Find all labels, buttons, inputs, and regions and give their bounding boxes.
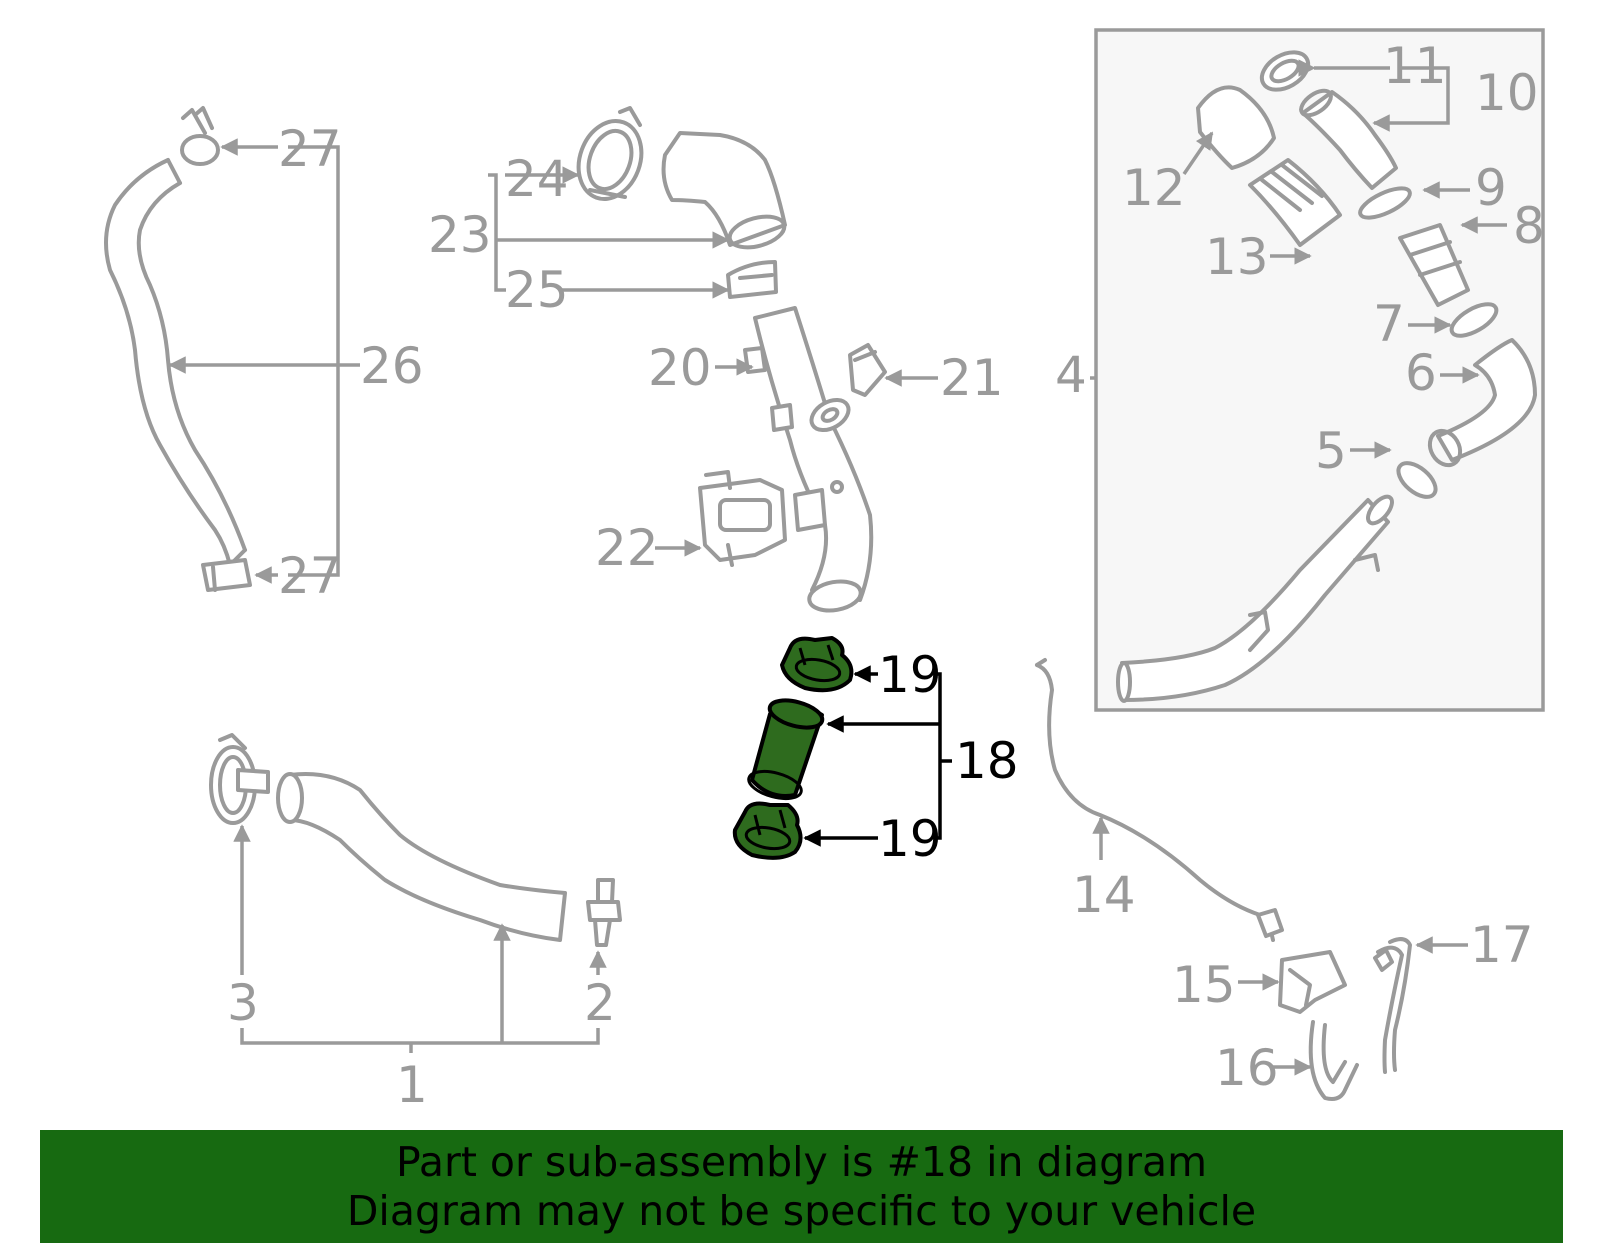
part-5-clamp [1396,461,1438,499]
callout-15: 15 [1172,956,1236,1014]
callout-27-bottom: 27 [278,547,342,605]
callout-14: 14 [1072,866,1136,924]
callout-17: 17 [1470,916,1534,974]
callout-19-bottom: 19 [878,810,942,868]
part-1-hose [276,772,567,942]
part-23-elbow-hose [661,131,787,250]
callout-27-top: 27 [278,120,342,178]
callout-25: 25 [505,261,569,319]
inset-box [1094,28,1545,712]
part-19-clamp-top [780,636,854,693]
callout-22: 22 [595,519,659,577]
part-27-clamp-top [180,106,220,166]
part-4-pipe [1116,494,1394,703]
callout-4: 4 [1055,346,1087,404]
part-2-sensor [586,878,622,947]
part-8-coupler [1398,223,1470,307]
part-6-elbow-hose [1427,338,1537,468]
callout-23: 23 [428,206,492,264]
callout-19-top: 19 [878,646,942,704]
part-26-hose [104,158,247,567]
callout-20: 20 [648,339,712,397]
part-22-actuator [698,470,787,567]
part-13-bellows [1248,158,1342,247]
part-12-elbow [1196,85,1276,170]
part-19-clamp-bottom [732,801,803,860]
callout-18: 18 [955,732,1019,790]
part-9-ring [1358,186,1412,220]
part-14-line [1035,658,1284,942]
part-20-pipe [743,306,874,613]
callout-24: 24 [505,150,569,208]
callout-16: 16 [1215,1039,1279,1097]
part-25-clamp [726,260,778,299]
callout-12: 12 [1122,159,1186,217]
callout-5: 5 [1315,422,1347,480]
callout-6: 6 [1405,344,1437,402]
part-3-clamp [209,733,270,825]
part-18-hose [747,698,825,801]
info-banner: Part or sub-assembly is #18 in diagram D… [40,1130,1563,1243]
part-10-hose [1299,88,1398,190]
callout-10: 10 [1475,64,1539,122]
callout-21: 21 [940,349,1004,407]
banner-line-1: Part or sub-assembly is #18 in diagram [395,1137,1208,1186]
part-17-hose [1373,937,1412,1074]
callout-11: 11 [1383,37,1447,95]
callout-8: 8 [1513,197,1545,255]
callout-13: 13 [1205,228,1269,286]
banner-line-2: Diagram may not be specific to your vehi… [346,1186,1257,1235]
callout-9: 9 [1475,159,1507,217]
callout-7: 7 [1373,295,1405,353]
part-27-clamp-bottom [201,558,252,592]
part-11-clamp [1259,50,1311,92]
callout-1: 1 [396,1056,428,1114]
part-7-clamp [1449,302,1499,338]
part-21-sensor [848,343,887,397]
part-16-hose [1308,1020,1359,1101]
part-15-valve [1278,950,1347,1014]
callout-26: 26 [360,337,424,395]
callout-3: 3 [227,974,259,1032]
callout-2: 2 [584,974,616,1032]
part-24-clamp [576,106,644,201]
